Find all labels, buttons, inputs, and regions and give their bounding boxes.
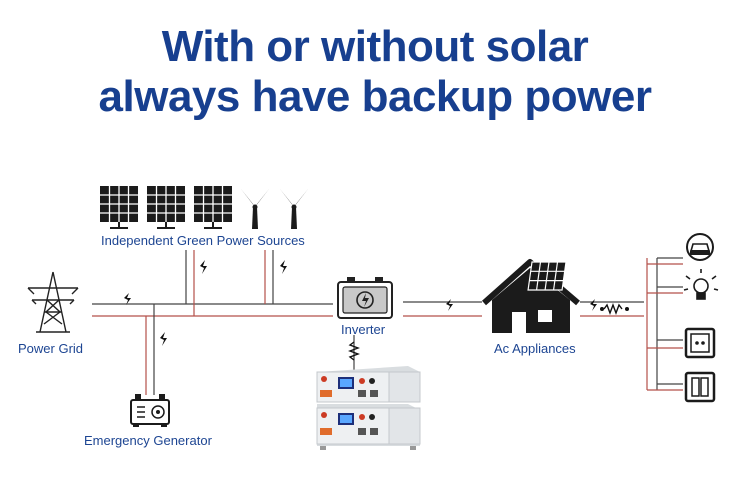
- house-icon: [482, 259, 580, 333]
- bolt-icon: [124, 293, 131, 305]
- wind-turbine-icon: [280, 189, 308, 229]
- light-bulb-icon: [683, 269, 719, 300]
- power-socket-icon: [684, 327, 716, 359]
- generator-icon: [130, 394, 170, 427]
- bolt-icon: [200, 260, 207, 274]
- inverter-icon: [337, 277, 393, 319]
- power-grid-label: Power Grid: [18, 341, 84, 356]
- title-line-1: With or without solar: [161, 22, 589, 71]
- bolt-icon: [160, 332, 167, 346]
- green-sources-label: Independent Green Power Sources: [101, 233, 305, 248]
- bolt-icon: [446, 299, 453, 311]
- bolt-icon: [280, 260, 287, 274]
- resistor-icon: [603, 303, 623, 315]
- battery-rack-image: [316, 366, 421, 450]
- solar-panel-icon: [194, 186, 232, 229]
- solar-panel-icon: [100, 186, 138, 229]
- current-flow-bolts: [124, 260, 597, 346]
- power-tower-icon: [27, 271, 79, 333]
- light-switch-icon: [684, 371, 716, 403]
- emergency-generator-label: Emergency Generator: [84, 433, 212, 448]
- ac-appliances-label: Ac Appliances: [494, 341, 576, 356]
- inverter-label: Inverter: [341, 322, 386, 337]
- wiring: [92, 250, 683, 395]
- car-charger-icon: [686, 233, 714, 261]
- bolt-icon: [590, 299, 597, 311]
- resistor-icon: [348, 341, 360, 361]
- title-line-2: always have backup power: [98, 72, 652, 121]
- solar-panel-icon: [147, 186, 185, 229]
- wind-turbine-icon: [241, 189, 269, 229]
